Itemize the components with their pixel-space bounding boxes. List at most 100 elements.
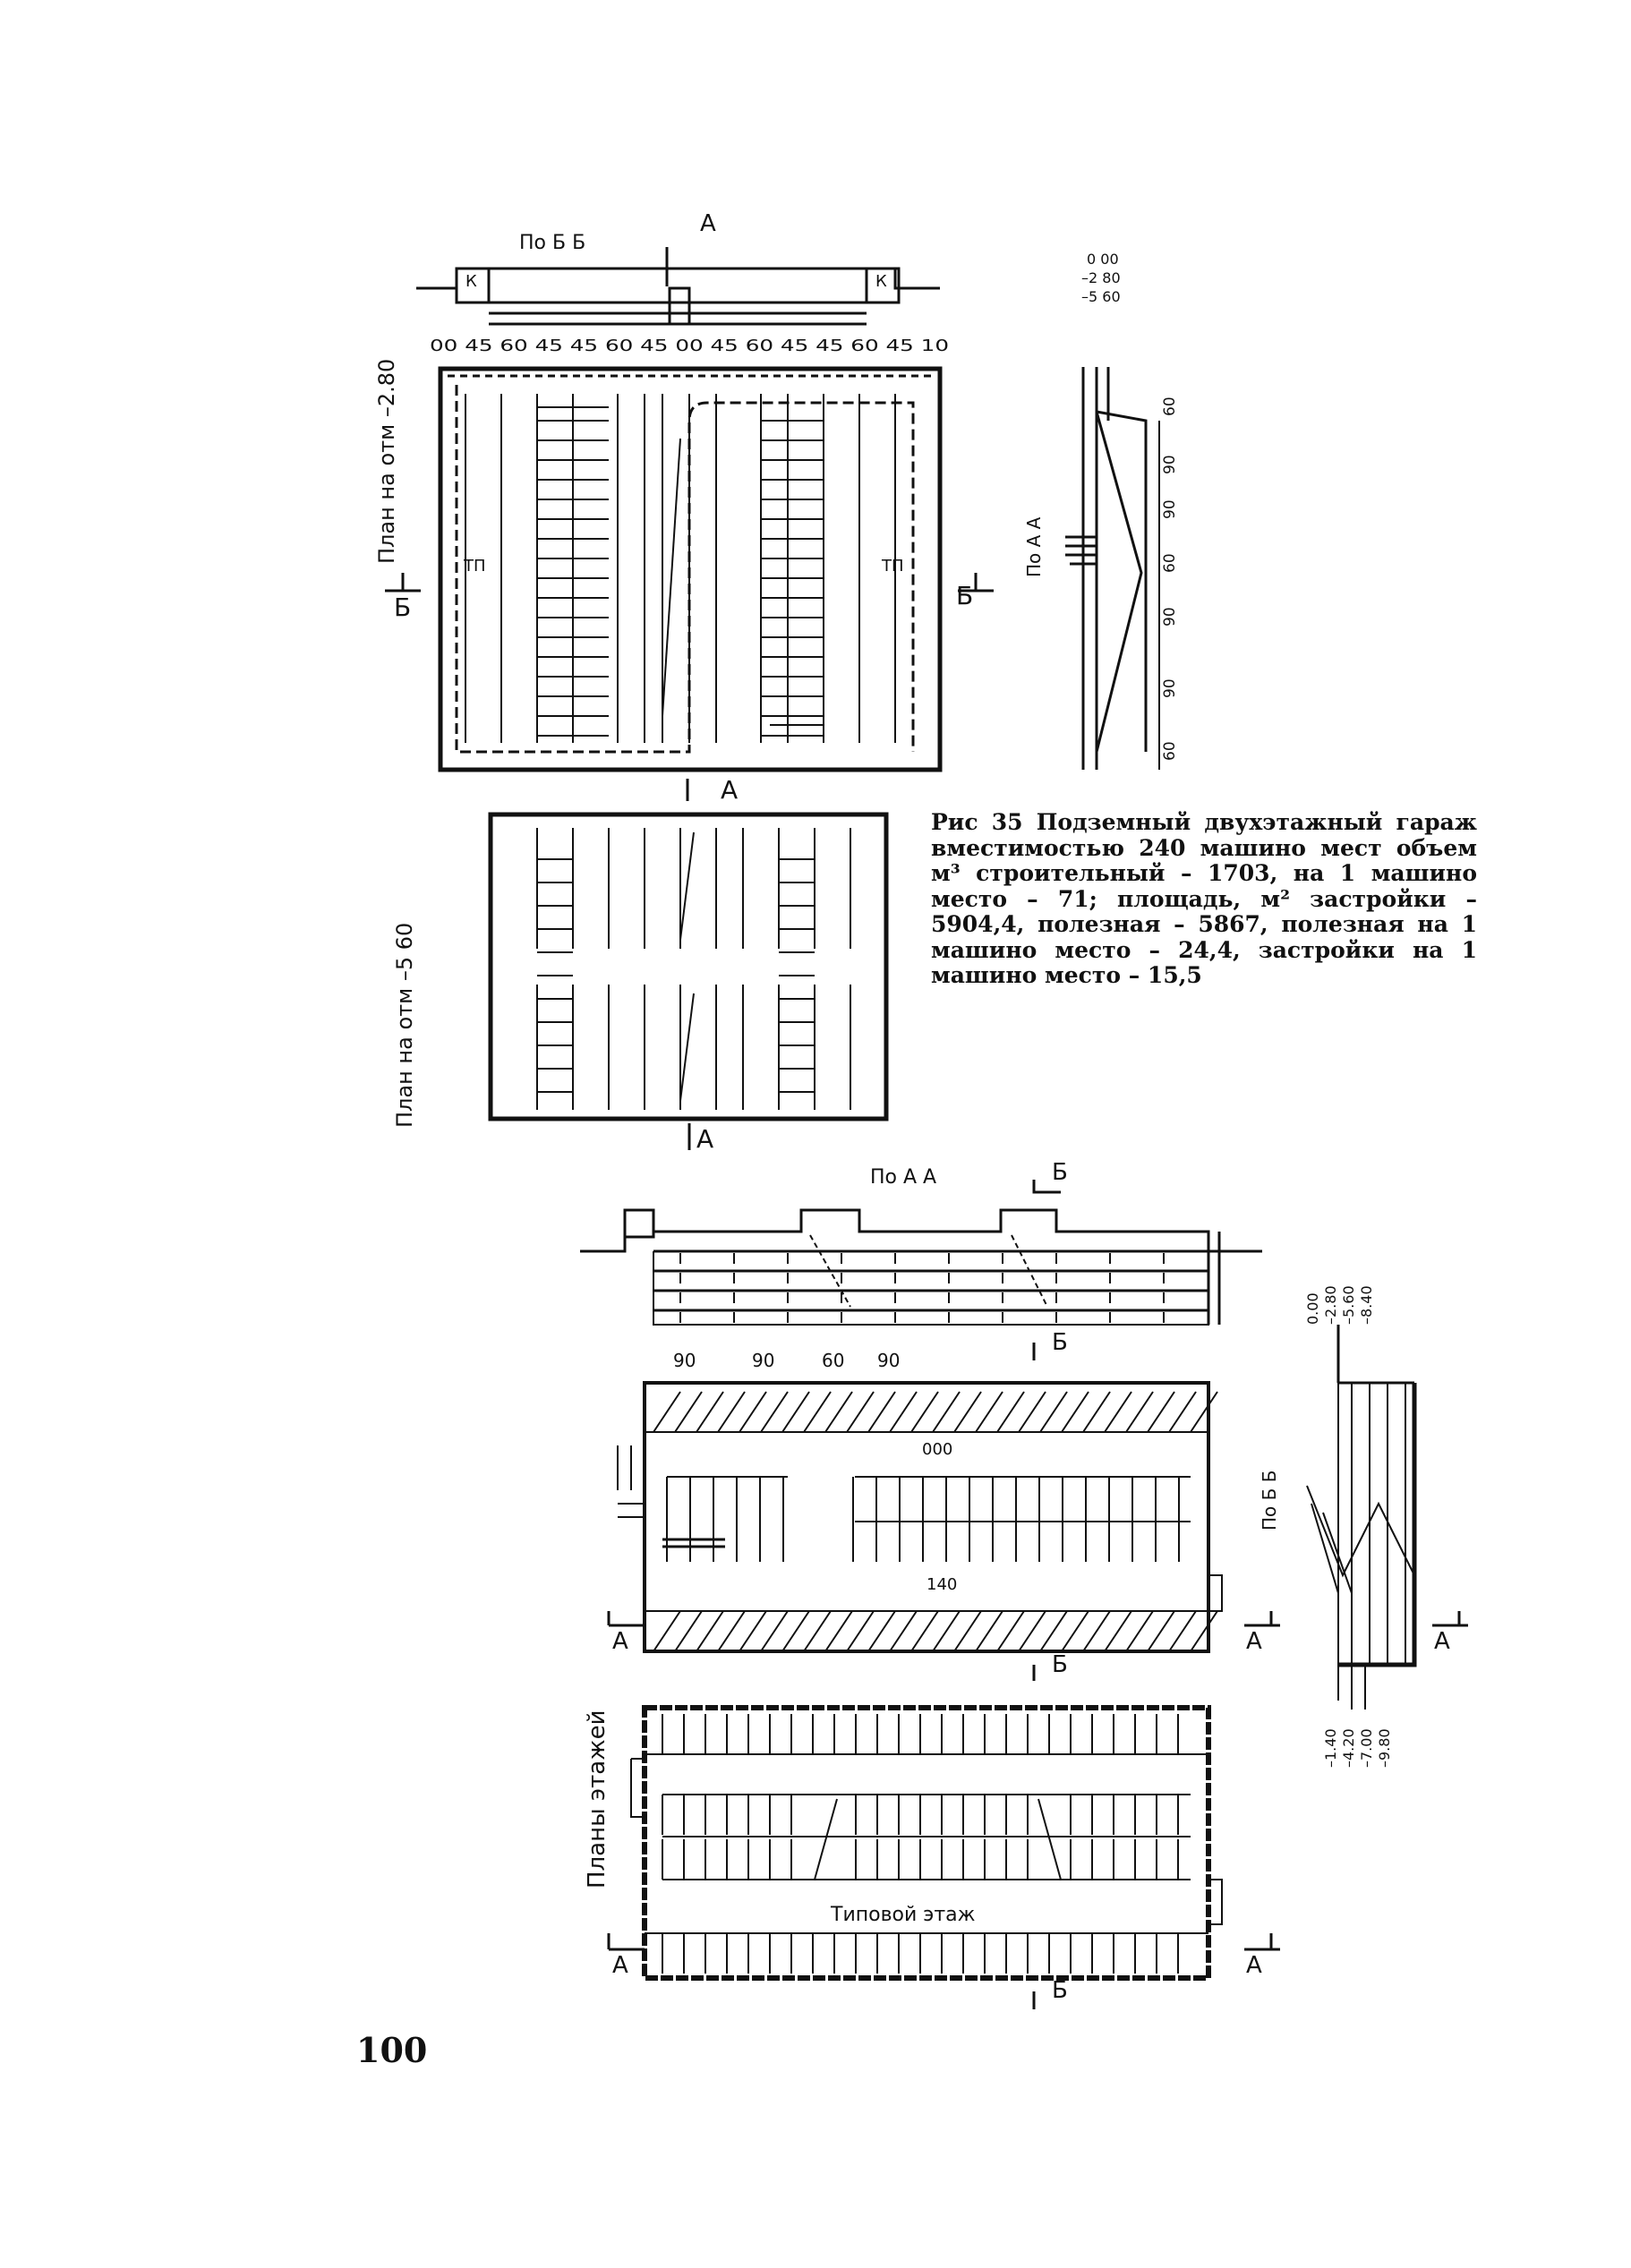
fig2-dim-0: 90 xyxy=(673,1350,696,1371)
diagonal-stall xyxy=(1018,1391,1046,1433)
bb-level-top-2: –5.60 xyxy=(1340,1285,1357,1325)
diagonal-stall xyxy=(824,1610,853,1652)
section-aa-dim-2: 90 xyxy=(1161,499,1179,519)
diagonal-stall xyxy=(781,1391,810,1433)
fig1-plan-560 xyxy=(488,812,889,1121)
section-marks xyxy=(385,573,1468,2009)
ramp-line xyxy=(1038,1798,1062,1880)
diagonal-stall xyxy=(1147,1391,1175,1433)
fig1-plan-280 xyxy=(438,366,943,772)
fig1-mark-b-left: Б xyxy=(394,593,411,622)
diagonal-stall xyxy=(717,1610,746,1652)
fig2-section-aa xyxy=(580,1208,1262,1326)
diagonal-stall xyxy=(867,1610,896,1652)
section-aa-dim-6: 60 xyxy=(1161,741,1179,761)
ramp-line xyxy=(679,831,695,941)
diagonal-stall xyxy=(696,1610,724,1652)
fig2-mark-a-right-2: А xyxy=(1434,1628,1450,1655)
fig1-plan1-label: План на отм –2.80 xyxy=(374,359,399,564)
fig2-typical-floor-label: Типовой этаж xyxy=(830,1904,976,1926)
fig2-plan-typical xyxy=(630,1705,1223,1981)
diagonal-stall xyxy=(910,1391,939,1433)
fig2-mark-a-left-2: А xyxy=(612,1952,628,1979)
fig2-floors-label: Планы этажей xyxy=(584,1710,611,1889)
bb-level-top-1: –2.80 xyxy=(1322,1285,1339,1325)
bb-level-top-0: 0.00 xyxy=(1304,1292,1321,1325)
diagonal-stall xyxy=(653,1610,681,1652)
fig2-section-aa-title: По А А xyxy=(870,1166,936,1189)
fig1-section-aa xyxy=(1065,367,1160,770)
fig1-k-right: К xyxy=(875,272,887,291)
diagonal-stall xyxy=(975,1391,1003,1433)
diagonal-stall xyxy=(1082,1391,1111,1433)
figure-caption: Рис 35 Подземный двухэтажный гараж вмест… xyxy=(931,809,1477,988)
fig1-mark-a-top: А xyxy=(700,210,716,237)
diagonal-stall xyxy=(1104,1391,1132,1433)
diagonal-stall xyxy=(1061,1610,1089,1652)
diagonal-stall xyxy=(846,1610,875,1652)
diagonal-stall xyxy=(932,1391,961,1433)
diagonal-stall xyxy=(846,1391,875,1433)
fig2-mark-b-lower: Б xyxy=(1052,1651,1068,1678)
diagonal-stall xyxy=(932,1610,961,1652)
fig2-mark-a-right-1: А xyxy=(1246,1628,1262,1655)
fig1-mark-a-bottom: А xyxy=(696,1124,713,1154)
diagonal-stall xyxy=(653,1391,681,1433)
section-aa-dim-4: 90 xyxy=(1161,607,1179,627)
diagonal-stall xyxy=(1168,1610,1197,1652)
fig1-section-bb xyxy=(416,247,940,326)
ramp-line xyxy=(662,438,681,717)
bb-level-top-3: –8.40 xyxy=(1358,1285,1375,1325)
diagonal-stall xyxy=(1104,1610,1132,1652)
diagonal-stall xyxy=(803,1391,832,1433)
fig2-dim-2: 60 xyxy=(822,1350,844,1371)
section-aa-dim-0: 60 xyxy=(1161,396,1179,416)
diagonal-stall xyxy=(739,1610,767,1652)
diagonal-stall xyxy=(717,1391,746,1433)
fig2-level-000: 000 xyxy=(922,1440,952,1459)
diagonal-stall xyxy=(975,1610,1003,1652)
fig2-dim-1: 90 xyxy=(752,1350,774,1371)
diagonal-stall xyxy=(1082,1610,1111,1652)
fig2-dim-3: 90 xyxy=(877,1350,900,1371)
diagonal-stall xyxy=(1039,1610,1068,1652)
fig1-mark-a-mid: А xyxy=(721,775,738,805)
fig1-level-0: 0 00 xyxy=(1087,251,1119,268)
section-aa-dim-5: 90 xyxy=(1161,678,1179,698)
fig2-mark-a-left-1: А xyxy=(612,1628,628,1655)
diagonal-stall xyxy=(889,1610,918,1652)
diagonal-stall xyxy=(674,1391,703,1433)
diagonal-stall xyxy=(760,1391,789,1433)
diagonal-stall xyxy=(739,1391,767,1433)
fig2-mark-a-right-3: А xyxy=(1246,1952,1262,1979)
bb-level-bottom-3: –9.80 xyxy=(1376,1728,1393,1768)
fig1-tp-right: ТП xyxy=(881,557,904,576)
fig1-dims-top: 00 45 60 45 45 60 45 00 45 60 45 45 60 4… xyxy=(430,337,949,355)
fig1-level-2: –5 60 xyxy=(1081,288,1121,305)
fig1-section-aa-title: По А А xyxy=(1023,516,1045,577)
diagonal-stall xyxy=(1125,1391,1154,1433)
fig1-plan2-label: План на отм –5 60 xyxy=(392,923,417,1128)
diagonal-stall xyxy=(996,1610,1025,1652)
diagonal-stall xyxy=(1039,1391,1068,1433)
fig2-mark-b-top: Б xyxy=(1052,1159,1068,1186)
diagonal-stall xyxy=(1147,1610,1175,1652)
fig2-section-bb xyxy=(1306,1325,1417,1710)
ramp-line xyxy=(679,993,695,1102)
diagonal-stall xyxy=(824,1391,853,1433)
diagonal-stall xyxy=(696,1391,724,1433)
diagonal-stall xyxy=(910,1610,939,1652)
diagonal-stall xyxy=(674,1610,703,1652)
diagonal-stall xyxy=(1125,1610,1154,1652)
fig1-mark-b-right: Б xyxy=(956,581,973,610)
fig1-section-bb-title: По Б Б xyxy=(519,232,585,254)
bb-level-bottom-0: –1.40 xyxy=(1322,1728,1339,1768)
fig2-mark-b-mid: Б xyxy=(1052,1329,1068,1356)
diagonal-stall xyxy=(953,1610,982,1652)
bb-level-bottom-2: –7.00 xyxy=(1358,1728,1375,1768)
diagonal-stall xyxy=(867,1391,896,1433)
fig1-k-left: К xyxy=(465,272,477,291)
diagonal-stall xyxy=(760,1610,789,1652)
fig1-tp-left: ТП xyxy=(463,557,486,576)
